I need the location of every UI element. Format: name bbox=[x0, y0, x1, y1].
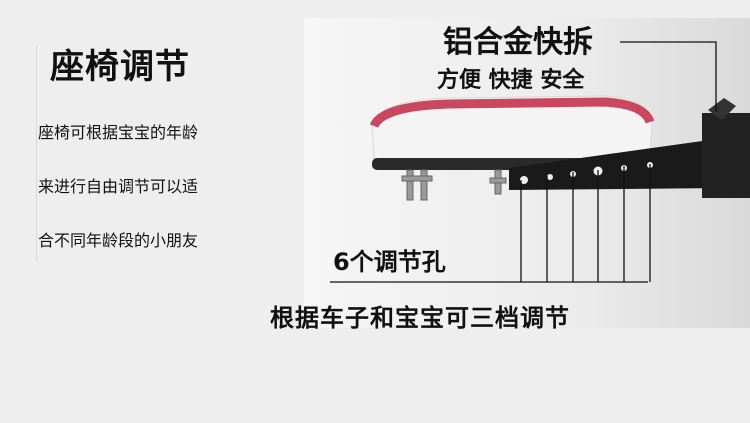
description-line-3: 合不同年龄段的小朋友 bbox=[38, 231, 199, 250]
seat-bracket-illustration bbox=[369, 95, 750, 201]
bottom-caption: 根据车子和宝宝可三档调节 bbox=[270, 304, 570, 332]
holes-label: 6个调节孔 bbox=[333, 248, 446, 276]
section-title: 座椅调节 bbox=[50, 47, 190, 87]
description-line-2: 来进行自由调节可以适 bbox=[38, 177, 199, 196]
product-subline: 方便 快捷 安全 bbox=[437, 68, 585, 93]
product-photo bbox=[304, 18, 750, 328]
description-line-1: 座椅可根据宝宝的年龄 bbox=[38, 123, 199, 142]
product-headline: 铝合金快拆 bbox=[443, 25, 593, 60]
adjustment-bracket bbox=[509, 98, 750, 198]
seat-bolts bbox=[401, 169, 507, 201]
left-divider bbox=[36, 46, 37, 261]
